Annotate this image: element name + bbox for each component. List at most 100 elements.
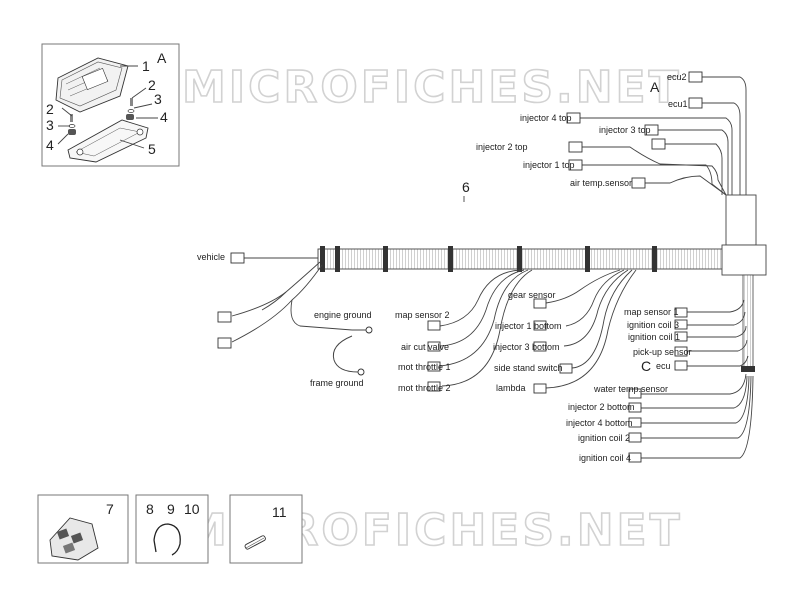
- label-ignitioncoil4: ignition coil 4: [579, 453, 631, 463]
- label-motthrottle1: mot throttle 1: [398, 362, 451, 372]
- label-injector2bottom: injector 2 bottom: [568, 402, 635, 412]
- inset-letter-a: A: [157, 50, 167, 66]
- inset-leader-lines: [57, 65, 158, 149]
- label-engineground: engine ground: [314, 310, 372, 320]
- panel-8-9-10-frame: [135, 494, 209, 564]
- ecu-unit-icon: [55, 57, 129, 113]
- label-ecu2: ecu2: [667, 72, 687, 82]
- connector-airtemp[interactable]: [631, 177, 646, 189]
- right-branch-wires: [641, 299, 754, 459]
- label-ignitioncoil1: ignition coil 1: [628, 332, 680, 342]
- label-injector2top: injector 2 top: [476, 142, 528, 152]
- connector-injector1bottom[interactable]: [533, 320, 547, 331]
- panel-number-8: 8: [146, 501, 154, 517]
- connector-watertemp[interactable]: [628, 388, 642, 399]
- connector-ignitioncoil3[interactable]: [674, 319, 688, 330]
- panel-number-10: 10: [184, 501, 200, 517]
- connector-mapsensor2[interactable]: [427, 320, 441, 331]
- panel-7[interactable]: 7: [37, 494, 129, 564]
- label-aircutvalve: air cut valve: [401, 342, 449, 352]
- connector-motthrottle2[interactable]: [427, 381, 441, 392]
- label-pickup: pick-up sensor: [633, 347, 692, 357]
- label-injector4bottom: injector 4 bottom: [566, 418, 633, 428]
- connector-injector2bottom[interactable]: [628, 402, 642, 413]
- top-branch-wires: [580, 76, 747, 196]
- label-ecu: ecu: [656, 361, 671, 371]
- harness-junction-lower: [721, 244, 767, 276]
- connector-lambda[interactable]: [533, 383, 547, 394]
- inset-number-2b: 2: [148, 77, 156, 93]
- washer-icon: [68, 109, 135, 128]
- label-mapsensor2: map sensor 2: [395, 310, 450, 320]
- connector-ecu1[interactable]: [688, 97, 703, 109]
- connector-ignitioncoil2[interactable]: [628, 432, 642, 443]
- connector-injector1top[interactable]: [568, 159, 583, 171]
- panel-number-7: 7: [106, 501, 114, 517]
- inset-number-3b: 3: [154, 91, 162, 107]
- connector-unlabeled[interactable]: [651, 138, 666, 150]
- inset-number-1: 1: [142, 58, 150, 74]
- label-frameground: frame ground: [310, 378, 364, 388]
- connector-left-2[interactable]: [217, 337, 232, 349]
- ground-wires: [332, 326, 373, 376]
- label-ignitioncoil2: ignition coil 2: [578, 433, 630, 443]
- harness-number-6: 6: [462, 179, 470, 195]
- connector-aircutvalve[interactable]: [427, 341, 441, 352]
- connector-ecu2[interactable]: [688, 71, 703, 83]
- main-letter-a: A: [650, 79, 660, 95]
- connector-mapsensor1[interactable]: [674, 307, 688, 318]
- panel-11[interactable]: 11: [229, 494, 303, 564]
- connector-ecu[interactable]: [674, 360, 688, 371]
- inset-number-3a: 3: [46, 117, 54, 133]
- watermark-top: MICROFICHES.NET: [182, 62, 682, 113]
- label-sidestand: side stand switch: [494, 363, 563, 373]
- rubber-damper-icon: [68, 114, 134, 135]
- connector-vehicle[interactable]: [230, 252, 245, 264]
- connector-motthrottle1[interactable]: [427, 361, 441, 372]
- connector-injector3bottom[interactable]: [533, 341, 547, 352]
- inset-number-4a: 4: [46, 137, 54, 153]
- panel-8-9-10[interactable]: 8 9 10: [135, 494, 209, 564]
- inset-number-5: 5: [148, 141, 156, 157]
- connector-gearsensor[interactable]: [533, 298, 547, 309]
- panel-number-11: 11: [272, 504, 287, 520]
- harness-clamps: [320, 246, 657, 272]
- label-gearsensor: gear sensor: [508, 290, 556, 300]
- label-ignitioncoil3: ignition coil 3: [627, 320, 679, 330]
- ecu-bracket-icon: [67, 119, 149, 163]
- label-airtemp: air temp.sensor: [570, 178, 632, 188]
- middle-branch-wires: [439, 269, 637, 389]
- label-watertemp: water temp.sensor: [593, 384, 668, 394]
- label-ecu1: ecu1: [668, 99, 688, 109]
- label-injector1bottom: injector 1 bottom: [495, 321, 562, 331]
- inset-number-4b: 4: [160, 109, 168, 125]
- panel-11-frame: [229, 494, 303, 564]
- harness-drop-branch: [742, 274, 754, 371]
- connector-ignitioncoil4[interactable]: [628, 452, 642, 463]
- label-injector3top: injector 3 top: [599, 125, 651, 135]
- label-lambda: lambda: [496, 383, 526, 393]
- label-injector3bottom: injector 3 bottom: [493, 342, 560, 352]
- inset-ecu-panel[interactable]: 1 2 2 3 3 4 4 5 A: [41, 43, 180, 167]
- label-vehicle: vehicle: [197, 252, 225, 262]
- connector-left-1[interactable]: [217, 311, 232, 323]
- label-injector4top: injector 4 top: [520, 113, 572, 123]
- panel-number-9: 9: [167, 501, 175, 517]
- connector-pickup[interactable]: [674, 346, 688, 357]
- label-motthrottle2: mot throttle 2: [398, 383, 451, 393]
- letter-c: C: [641, 358, 651, 374]
- connector-sidestand[interactable]: [559, 363, 573, 374]
- connector-ignitioncoil1[interactable]: [674, 331, 688, 342]
- connector-injector4bottom[interactable]: [628, 417, 642, 428]
- label-injector1top: injector 1 top: [523, 160, 575, 170]
- connector-injector4top[interactable]: [566, 112, 581, 124]
- left-branch-wires: [231, 257, 353, 343]
- connector-block-icon: [49, 517, 99, 561]
- main-harness[interactable]: [317, 194, 767, 372]
- connector-injector3top[interactable]: [644, 124, 659, 136]
- screw-icon: [70, 98, 133, 122]
- connector-injector2top[interactable]: [568, 141, 583, 153]
- inset-number-2a: 2: [46, 101, 54, 117]
- cable-tie-icon: [153, 523, 181, 556]
